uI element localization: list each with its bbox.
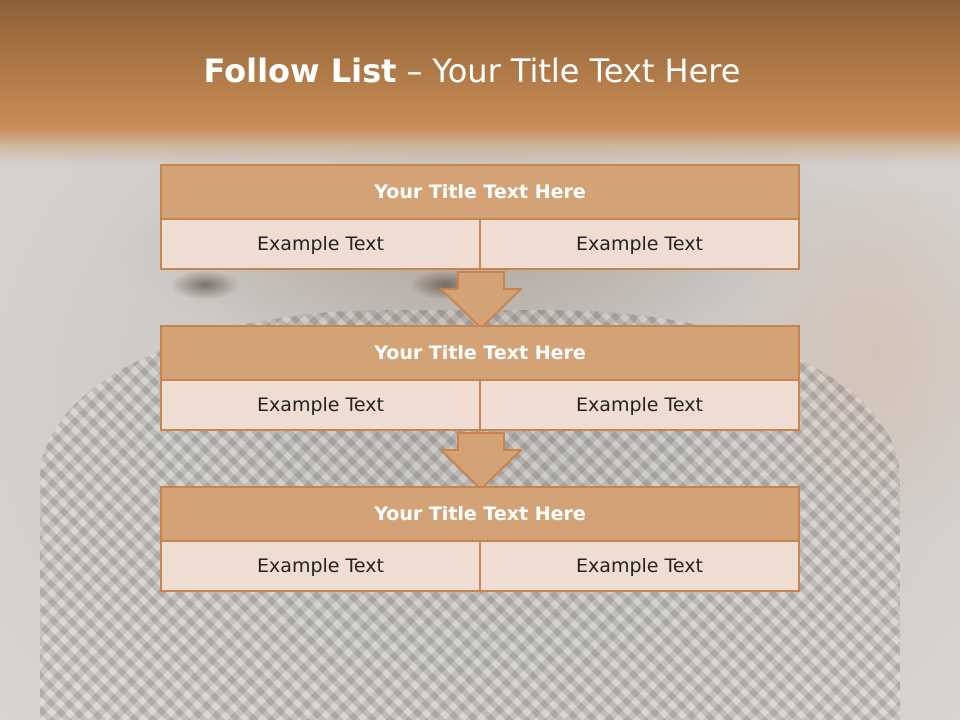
step-cell-right: Example Text — [481, 220, 800, 270]
step-block-2: Your Title Text Here Example Text Exampl… — [160, 325, 800, 431]
step-cell-left: Example Text — [160, 220, 481, 270]
step-title: Your Title Text Here — [160, 164, 800, 220]
step-block-3: Your Title Text Here Example Text Exampl… — [160, 486, 800, 592]
slide-title: Follow List–Your Title Text Here — [0, 52, 944, 90]
step-cell-left: Example Text — [160, 381, 481, 431]
step-cell-left: Example Text — [160, 542, 481, 592]
title-separator: – — [406, 52, 423, 90]
step-row: Example Text Example Text — [160, 542, 800, 592]
step-row: Example Text Example Text — [160, 220, 800, 270]
step-cell-right: Example Text — [481, 542, 800, 592]
title-bold: Follow List — [203, 52, 397, 90]
title-rest: Your Title Text Here — [432, 52, 741, 90]
down-arrow-icon — [440, 271, 522, 329]
step-row: Example Text Example Text — [160, 381, 800, 431]
down-arrow-icon — [440, 432, 522, 490]
step-title: Your Title Text Here — [160, 325, 800, 381]
step-cell-right: Example Text — [481, 381, 800, 431]
step-block-1: Your Title Text Here Example Text Exampl… — [160, 164, 800, 270]
step-title: Your Title Text Here — [160, 486, 800, 542]
header-band — [0, 0, 960, 165]
eye-left — [170, 270, 240, 300]
